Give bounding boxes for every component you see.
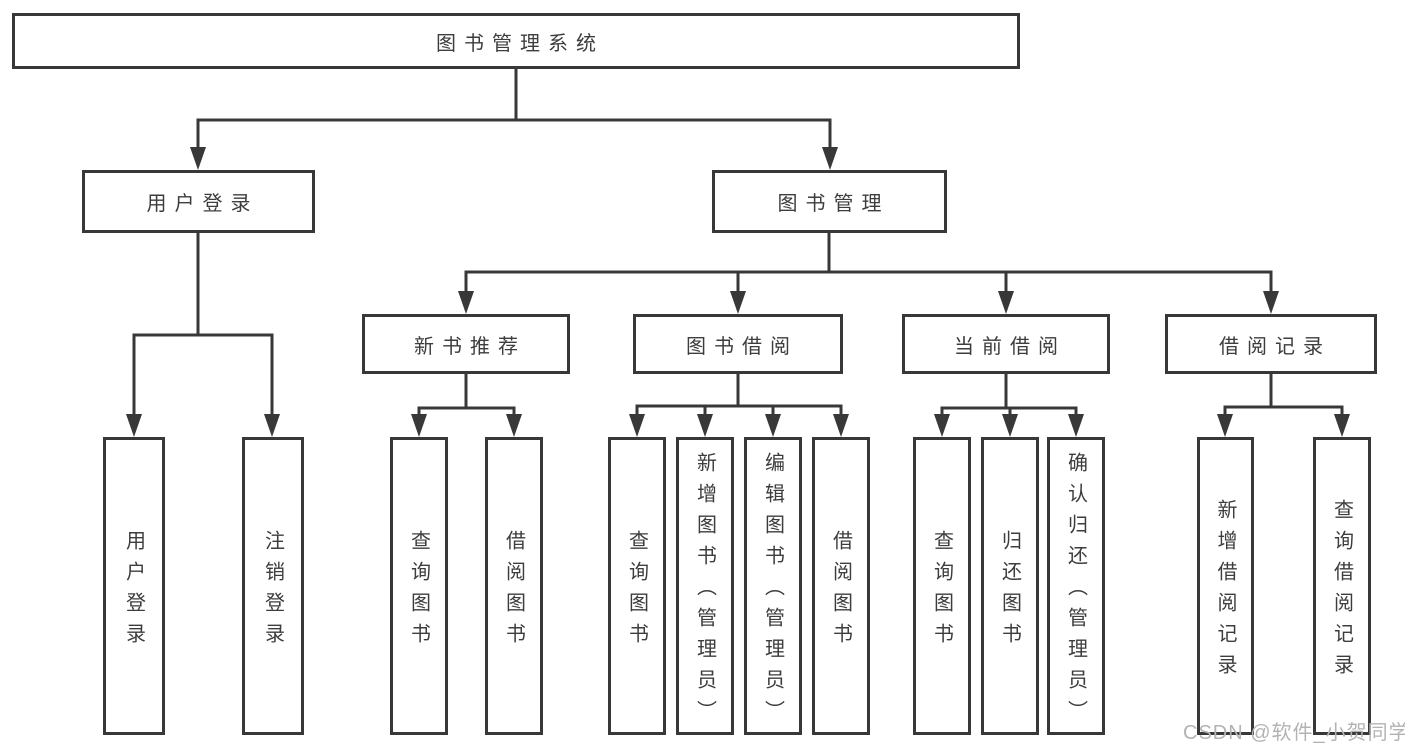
- leaf-label: 归还图书: [998, 529, 1021, 654]
- leaf-user-login: 用户登录: [103, 437, 165, 735]
- node-label: 图书管理: [777, 193, 890, 215]
- leaf-label: 查询图书: [930, 529, 953, 654]
- node-label: 图书管理系统: [436, 32, 604, 55]
- leaf-label: 查询图书: [407, 529, 430, 654]
- node-library-management-system: 图书管理系统: [12, 13, 1020, 69]
- leaf-add-borrow-record: 新增借阅记录: [1197, 437, 1254, 735]
- leaf-query-books-1: 查询图书: [390, 437, 448, 735]
- node-label: 新书推荐: [414, 335, 526, 358]
- leaf-label: 查询图书: [625, 529, 648, 654]
- leaf-logout: 注销登录: [242, 437, 304, 735]
- leaf-label: 编辑图书（管理员）: [761, 452, 784, 731]
- leaf-edit-book-admin: 编辑图书（管理员）: [744, 437, 802, 735]
- node-book-borrowing: 图书借阅: [633, 314, 843, 374]
- leaf-label: 借阅图书: [502, 529, 525, 654]
- leaf-query-borrow-record: 查询借阅记录: [1313, 437, 1371, 735]
- node-new-book-recommendation: 新书推荐: [362, 314, 570, 374]
- node-borrowing-records: 借阅记录: [1165, 314, 1377, 374]
- node-book-management: 图书管理: [712, 170, 947, 233]
- leaf-label: 新增借阅记录: [1214, 498, 1236, 685]
- leaf-return-books: 归还图书: [981, 437, 1039, 735]
- leaf-borrow-books-1: 借阅图书: [485, 437, 543, 735]
- leaf-borrow-books-2: 借阅图书: [812, 437, 870, 735]
- leaf-label: 用户登录: [122, 529, 145, 654]
- leaf-label: 注销登录: [261, 529, 284, 654]
- node-label: 当前借阅: [954, 335, 1066, 358]
- node-user-login: 用户登录: [82, 170, 315, 233]
- node-current-borrowing: 当前借阅: [902, 314, 1110, 374]
- leaf-add-book-admin: 新增图书（管理员）: [676, 437, 734, 735]
- leaf-label: 确认归还（管理员）: [1064, 452, 1087, 731]
- leaf-confirm-return-admin: 确认归还（管理员）: [1047, 437, 1105, 735]
- watermark: CSDN @软件_小贺同学: [1183, 722, 1405, 744]
- node-label: 借阅记录: [1219, 335, 1331, 358]
- node-label: 用户登录: [146, 193, 259, 215]
- leaf-label: 查询借阅记录: [1330, 498, 1353, 685]
- leaf-label: 新增图书（管理员）: [693, 452, 716, 731]
- node-label: 图书借阅: [686, 335, 798, 358]
- leaf-label: 借阅图书: [829, 529, 852, 654]
- leaf-query-books-3: 查询图书: [913, 437, 971, 735]
- leaf-query-books-2: 查询图书: [608, 437, 666, 735]
